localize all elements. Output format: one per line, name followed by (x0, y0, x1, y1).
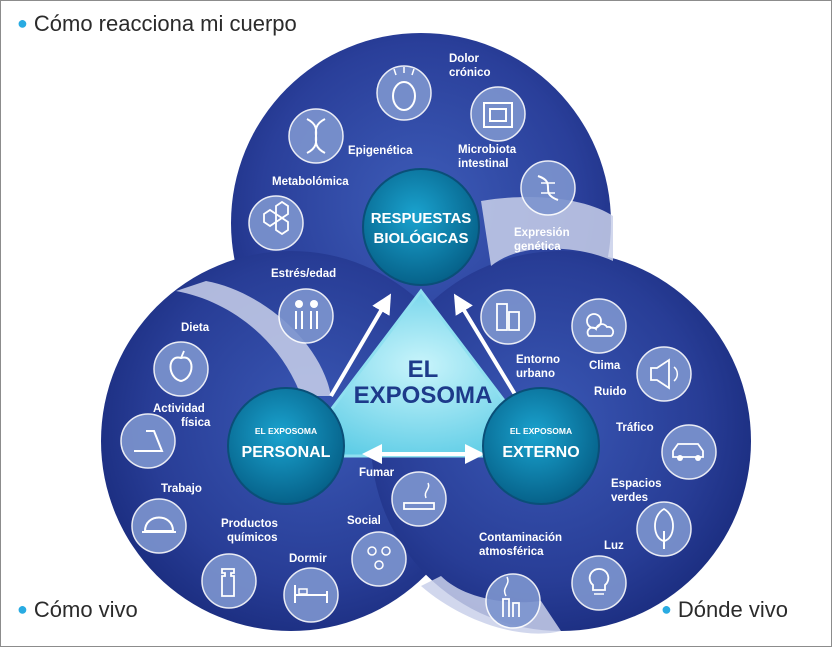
label-trabajo: Trabajo (161, 483, 202, 495)
intestine-icon (470, 86, 526, 142)
car-icon (661, 424, 717, 480)
swoosh-band-left (176, 281, 331, 396)
label-epigenetica: Epigenética (348, 145, 413, 157)
megaphone-icon (636, 346, 692, 402)
label-clima: Clima (589, 360, 621, 372)
label-social: Social (347, 515, 381, 527)
hub-biological-responses: RESPUESTAS BIOLÓGICAS (362, 168, 480, 286)
corner-label-text: Dónde vivo (677, 597, 788, 622)
tree-icon (636, 501, 692, 557)
bullet-icon: ● (17, 13, 28, 33)
hub-external-small: EL EXPOSOMA (510, 426, 572, 436)
label-luz: Luz (604, 540, 624, 552)
hub-external: EL EXPOSOMA EXTERNO (482, 387, 600, 505)
label-expresion-line2: genética (514, 241, 561, 253)
label-dolor-line2: crónico (449, 67, 491, 79)
cigarette-icon (391, 471, 447, 527)
hub-personal-small: EL EXPOSOMA (255, 426, 317, 436)
label-productos-line1: Productos (221, 518, 278, 530)
sun-cloud-icon (571, 298, 627, 354)
label-microbiota-line2: intestinal (458, 158, 508, 170)
buildings-icon (480, 289, 536, 345)
hub-personal-big: PERSONAL (242, 444, 331, 461)
corner-label-text: Cómo reacciona mi cuerpo (33, 11, 297, 36)
label-dormir: Dormir (289, 553, 327, 565)
label-productos-line2: químicos (227, 532, 277, 544)
apple-icon (153, 341, 209, 397)
label-entorno-line2: urbano (516, 368, 555, 380)
hexagon-molecule-icon (248, 195, 304, 251)
hub-bio-line1: RESPUESTAS (371, 210, 472, 227)
label-contaminacion-line1: Contaminación (479, 532, 562, 544)
hub-personal: EL EXPOSOMA PERSONAL (227, 387, 345, 505)
hub-bio-line2: BIOLÓGICAS (373, 229, 468, 247)
label-expresion-line1: Expresión (514, 227, 570, 239)
hard-hat-icon (131, 498, 187, 554)
spray-bottle-icon (201, 553, 257, 609)
corner-label-how-i-live: ●Cómo vivo (17, 597, 138, 623)
center-label-line2: EXPOSOMA (354, 382, 493, 409)
people-group-icon (351, 531, 407, 587)
dna-icon (288, 108, 344, 164)
hub-external-big: EXTERNO (502, 444, 579, 461)
corner-label-where-i-live: ●Dónde vivo (661, 597, 788, 623)
label-contaminacion-line2: atmosférica (479, 546, 544, 558)
treadmill-icon (120, 413, 176, 469)
label-fumar: Fumar (359, 467, 395, 479)
lightbulb-icon (571, 555, 627, 611)
label-estres: Estrés/edad (271, 268, 336, 280)
arrow-external-to-bio (453, 293, 518, 398)
label-espacios-line2: verdes (611, 492, 648, 504)
label-dolor-line1: Dolor (449, 53, 480, 65)
bullet-icon: ● (17, 599, 28, 619)
label-espacios-line1: Espacios (611, 478, 662, 490)
center-label-line1: EL (408, 356, 439, 383)
factory-smoke-icon (485, 573, 541, 629)
label-entorno-line1: Entorno (516, 354, 560, 366)
corner-label-text: Cómo vivo (33, 597, 138, 622)
elderly-couple-icon (278, 288, 334, 344)
label-actividad-line1: Actividad (153, 403, 205, 415)
gene-expression-icon (520, 160, 576, 216)
label-metabolomica: Metabolómica (272, 176, 349, 188)
label-ruido: Ruido (594, 386, 627, 398)
corner-label-body-reaction: ●Cómo reacciona mi cuerpo (17, 11, 297, 37)
swoosh-band-right (481, 196, 613, 266)
label-microbiota-line1: Microbiota (458, 144, 517, 156)
label-trafico: Tráfico (616, 422, 654, 434)
bullet-icon: ● (661, 599, 672, 619)
bed-icon (283, 567, 339, 623)
head-pain-icon (376, 65, 432, 121)
label-dieta: Dieta (181, 322, 210, 334)
label-actividad-line2: física (181, 417, 211, 429)
arrow-personal-to-bio (329, 293, 392, 398)
